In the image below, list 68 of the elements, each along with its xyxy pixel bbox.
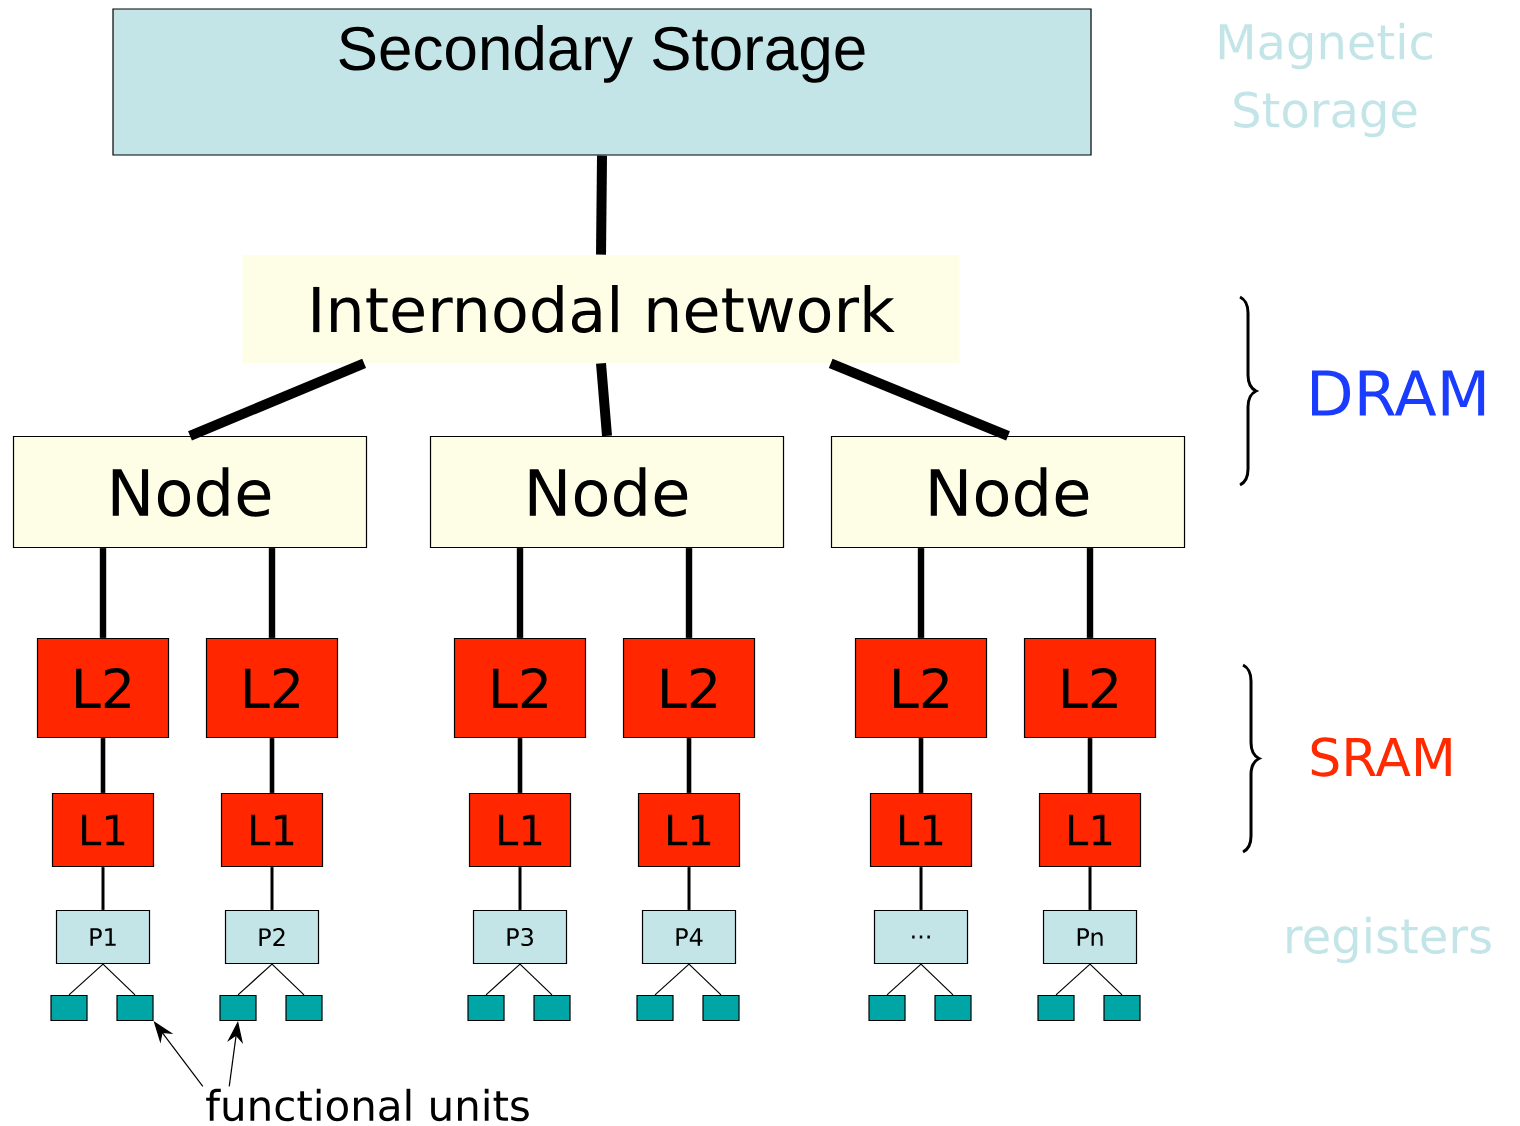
connector-line [517,738,523,793]
cache-box: L2 [36,637,170,739]
connector-line [596,363,612,437]
connector-line [100,738,106,793]
connector-line [686,738,692,793]
functional-unit-box [934,994,972,1022]
connector-line [485,963,521,996]
connector-line [101,867,105,910]
connector-line [102,963,136,996]
functional-unit-box [636,994,674,1022]
processor-box: ... [873,909,969,965]
connector-line [269,738,275,793]
functional-unit-box [285,994,323,1022]
functional-unit-box [116,994,154,1022]
connector-line [1089,963,1123,996]
processor-box: P4 [641,909,737,965]
connector-line [828,358,1010,441]
tier-label: registers [1287,916,1491,964]
cache-box: L1 [1038,792,1142,868]
functional-unit-box [1037,994,1075,1022]
functional-unit-box [533,994,571,1022]
tier-label: SRAM [1311,737,1451,777]
connector-line [688,963,722,996]
cache-box: L1 [51,792,155,868]
tier-label: DRAM [1312,370,1485,416]
processor-box: P3 [472,909,568,965]
cache-box: L2 [1023,637,1157,739]
connector-line [1087,738,1093,793]
cache-box: L1 [869,792,973,868]
functional-unit-box [50,994,88,1022]
functional-unit-box [1103,994,1141,1022]
annotation-text: functional units [206,1088,529,1122]
connector-line [920,963,954,996]
connector-line [1088,867,1092,910]
cache-box: L2 [622,637,756,739]
functional-unit-box [868,994,906,1022]
connector-line [596,155,607,255]
connector-line [886,963,922,996]
connector-line [270,867,274,910]
cache-box: L2 [205,637,339,739]
tier-label: Magnetic Storage [1219,22,1432,138]
connector-line [237,963,273,996]
functional-unit-box [702,994,740,1022]
cache-box: L1 [468,792,572,868]
connector-line [687,867,691,910]
storage-box: Secondary Storage [112,8,1092,156]
processor-box: P1 [55,909,151,965]
connector-line [1055,963,1091,996]
connector-line [188,358,367,441]
functional-unit-box [467,994,505,1022]
connector-line [654,963,690,996]
cache-box: L1 [220,792,324,868]
connector-line [918,738,924,793]
connector-line [68,963,104,996]
connector-line [519,963,553,996]
connector-line [518,867,522,910]
node-box: Node [429,435,785,549]
cache-box: L1 [637,792,741,868]
node-box: Node [12,435,368,549]
node-box: Node [830,435,1186,549]
functional-unit-box [219,994,257,1022]
cache-box: L2 [854,637,988,739]
cache-box: L2 [453,637,587,739]
processor-box: P2 [224,909,320,965]
connector-line [919,867,923,910]
processor-box: Pn [1042,909,1138,965]
network-box: Internodal network [242,255,960,363]
connector-line [271,963,305,996]
